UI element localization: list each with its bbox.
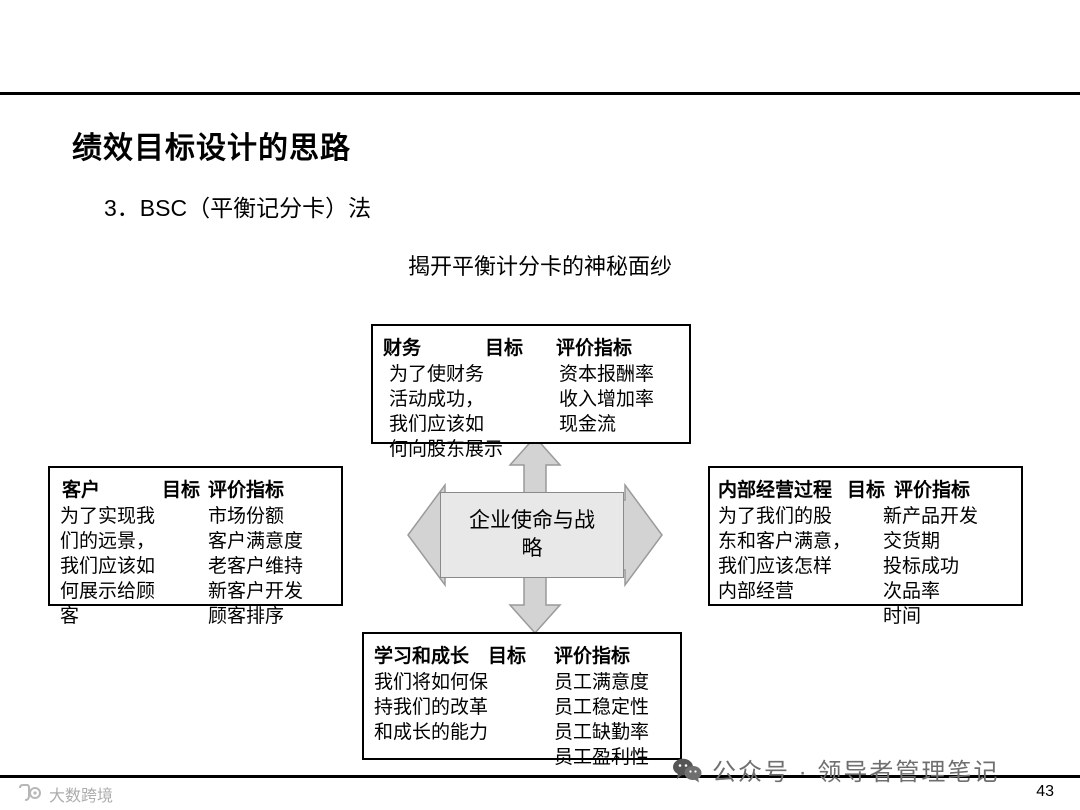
center-mission-box: 企业使命与战 略 [440, 492, 624, 578]
page-number: 43 [1036, 783, 1054, 800]
footer-divider [0, 775, 1080, 778]
customer-header-measure: 评价指标 [208, 480, 285, 501]
customer-header-perspective: 客户 [62, 480, 101, 501]
internal-desc-line: 东和客户满意， [718, 531, 852, 552]
financial-measure-item: 现金流 [559, 414, 617, 435]
watermark-left-text: 大数跨境 [49, 788, 114, 805]
customer-desc-line: 为了实现我 [60, 506, 156, 527]
customer-measure-item: 顾客排序 [208, 606, 285, 627]
center-line-2: 略 [521, 537, 543, 560]
learning-measure-item: 员工缺勤率 [554, 722, 650, 743]
customer-measure-item: 老客户维持 [208, 556, 304, 577]
financial-desc-line: 何向股东展示 [389, 439, 504, 460]
internal-desc-line: 我们应该怎样 [718, 556, 833, 577]
learning-growth-perspective-box: 学习和成长 目标 评价指标 我们将如何保 持我们的改革 和成长的能力 员工满意度… [362, 632, 682, 768]
customer-measure-item: 客户满意度 [208, 531, 304, 552]
financial-measure-item: 资本报酬率 [559, 364, 655, 385]
internal-measure-item: 交货期 [883, 531, 941, 552]
learning-header-measure: 评价指标 [554, 646, 631, 667]
learning-header-objective: 目标 [488, 646, 527, 667]
site-watermark: 大数跨境 [18, 782, 113, 806]
internal-measure-item: 时间 [883, 606, 922, 627]
learning-header-perspective: 学习和成长 [374, 646, 470, 667]
internal-measure-item: 次品率 [883, 581, 941, 602]
internal-measure-item: 投标成功 [883, 556, 960, 577]
internal-header-measure: 评价指标 [894, 480, 971, 501]
wechat-icon [673, 758, 702, 782]
internal-desc-line: 为了我们的股 [718, 506, 833, 527]
financial-desc-line: 活动成功， [389, 389, 485, 410]
learning-measure-item: 员工稳定性 [554, 697, 650, 718]
customer-desc-line: 们的远景， [60, 531, 156, 552]
financial-desc-line: 我们应该如 [389, 414, 485, 435]
internal-header-objective: 目标 [847, 480, 886, 501]
customer-desc-line: 何展示给顾 [60, 581, 156, 602]
internal-header-perspective: 内部经营过程 [718, 480, 833, 501]
financial-perspective-box: 财务 目标 评价指标 为了使财务 活动成功， 我们应该如 何向股东展示 资本报酬… [371, 324, 691, 460]
customer-desc-line: 客 [60, 606, 80, 627]
financial-desc-line: 为了使财务 [389, 364, 485, 385]
wechat-watermark: 公众号 · 领导者管理笔记 [672, 752, 999, 787]
financial-header-objective: 目标 [485, 338, 524, 359]
customer-measure-item: 市场份额 [208, 506, 285, 527]
header-divider [0, 92, 1080, 95]
internal-desc-line: 内部经营 [718, 581, 795, 602]
customer-desc-line: 我们应该如 [60, 556, 156, 577]
watermark-right-text: 公众号 · 领导者管理笔记 [712, 759, 1000, 786]
financial-header-measure: 评价指标 [556, 338, 633, 359]
internal-process-perspective-box: 内部经营过程 目标 评价指标 为了我们的股 东和客户满意， 我们应该怎样 内部经… [708, 466, 1023, 627]
learning-desc-line: 我们将如何保 [374, 672, 489, 693]
customer-header-objective: 目标 [162, 480, 201, 501]
learning-desc-line: 和成长的能力 [374, 722, 489, 743]
customer-measure-item: 新客户开发 [208, 581, 304, 602]
financial-header-perspective: 财务 [383, 338, 422, 359]
center-line-1: 企业使命与战 [469, 508, 595, 532]
section-subtitle: 3．BSC（平衡记分卡）法 [104, 195, 372, 221]
learning-measure-item: 员工盈利性 [554, 747, 650, 768]
customer-perspective-box: 客户 目标 评价指标 为了实现我 们的远景， 我们应该如 何展示给顾 客 市场份… [48, 466, 343, 627]
page-title: 绩效目标设计的思路 [72, 132, 351, 165]
internal-measure-item: 新产品开发 [883, 506, 979, 527]
brand-logo-icon [19, 784, 41, 801]
financial-measure-item: 收入增加率 [559, 389, 655, 410]
diagram-title: 揭开平衡计分卡的神秘面纱 [407, 254, 672, 279]
learning-measure-item: 员工满意度 [554, 672, 650, 693]
learning-desc-line: 持我们的改革 [374, 697, 489, 718]
